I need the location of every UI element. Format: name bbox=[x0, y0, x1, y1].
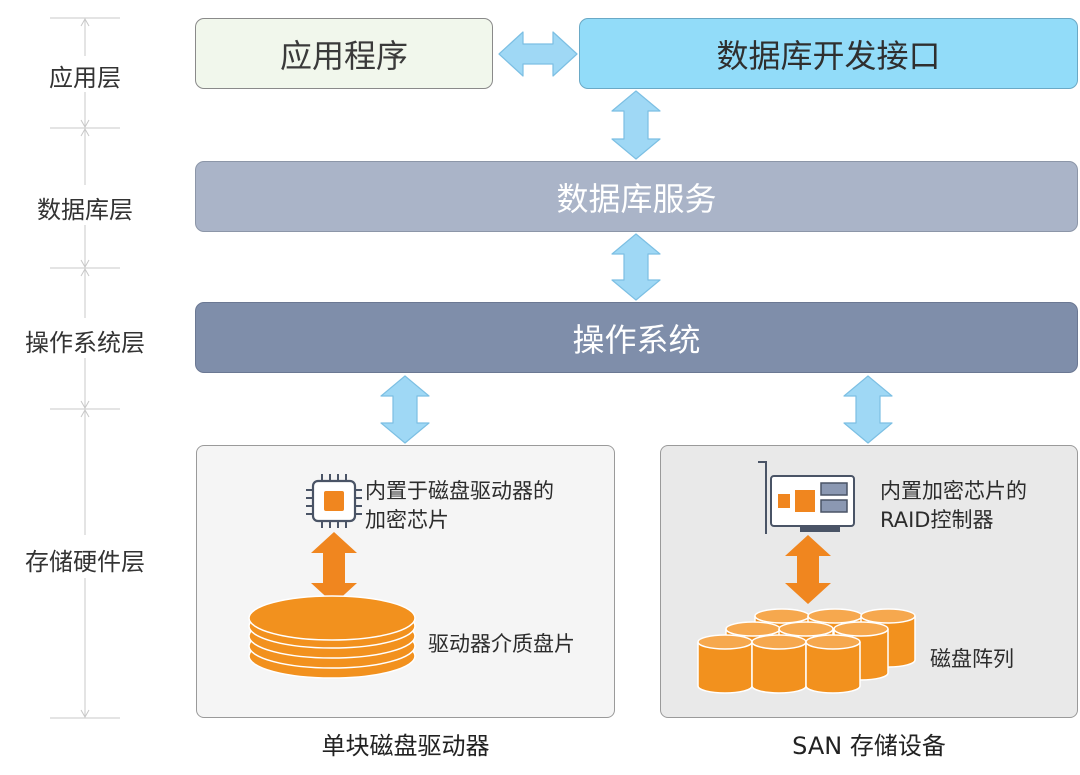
os-box: 操作系统 bbox=[195, 302, 1078, 373]
db-service-label: 数据库服务 bbox=[556, 179, 717, 218]
os-single-disk-arrow bbox=[380, 375, 430, 444]
raid-note-line2: RAID控制器 bbox=[880, 508, 994, 532]
chip-note-line2: 加密芯片 bbox=[365, 508, 449, 532]
raid-note: 内置加密芯片的 RAID控制器 bbox=[880, 477, 1027, 535]
layer-label-application: 应用层 bbox=[49, 64, 121, 92]
san-caption: SAN 存储设备 bbox=[792, 732, 946, 760]
array-note: 磁盘阵列 bbox=[930, 647, 1014, 671]
os-label: 操作系统 bbox=[572, 320, 701, 359]
platter-note: 驱动器介质盘片 bbox=[428, 632, 575, 656]
chip-platter-arrow bbox=[311, 532, 357, 604]
raid-note-line1: 内置加密芯片的 bbox=[880, 479, 1027, 503]
chip-note-line1: 内置于磁盘驱动器的 bbox=[365, 479, 554, 503]
layer-label-os: 操作系统层 bbox=[25, 329, 145, 357]
db-api-label: 数据库开发接口 bbox=[716, 36, 941, 75]
db-service-box: 数据库服务 bbox=[195, 161, 1078, 232]
single-disk-caption: 单块磁盘驱动器 bbox=[321, 732, 490, 760]
chip-note: 内置于磁盘驱动器的 加密芯片 bbox=[365, 477, 554, 535]
api-dbservice-arrow bbox=[611, 90, 661, 160]
disk-array-icon bbox=[697, 608, 916, 694]
os-san-arrow bbox=[843, 375, 893, 444]
dbservice-os-arrow bbox=[611, 233, 661, 301]
raid-array-arrow bbox=[785, 535, 831, 604]
application-label: 应用程序 bbox=[279, 36, 408, 75]
app-api-arrow bbox=[498, 31, 578, 77]
layer-label-database: 数据库层 bbox=[37, 196, 133, 224]
application-box: 应用程序 bbox=[195, 18, 493, 89]
layer-label-storage: 存储硬件层 bbox=[25, 548, 145, 576]
raid-card-icon bbox=[758, 461, 855, 534]
chip-icon bbox=[306, 474, 362, 528]
platter-stack-icon bbox=[248, 595, 416, 679]
single-disk-container bbox=[196, 445, 615, 718]
db-api-box: 数据库开发接口 bbox=[579, 18, 1078, 89]
